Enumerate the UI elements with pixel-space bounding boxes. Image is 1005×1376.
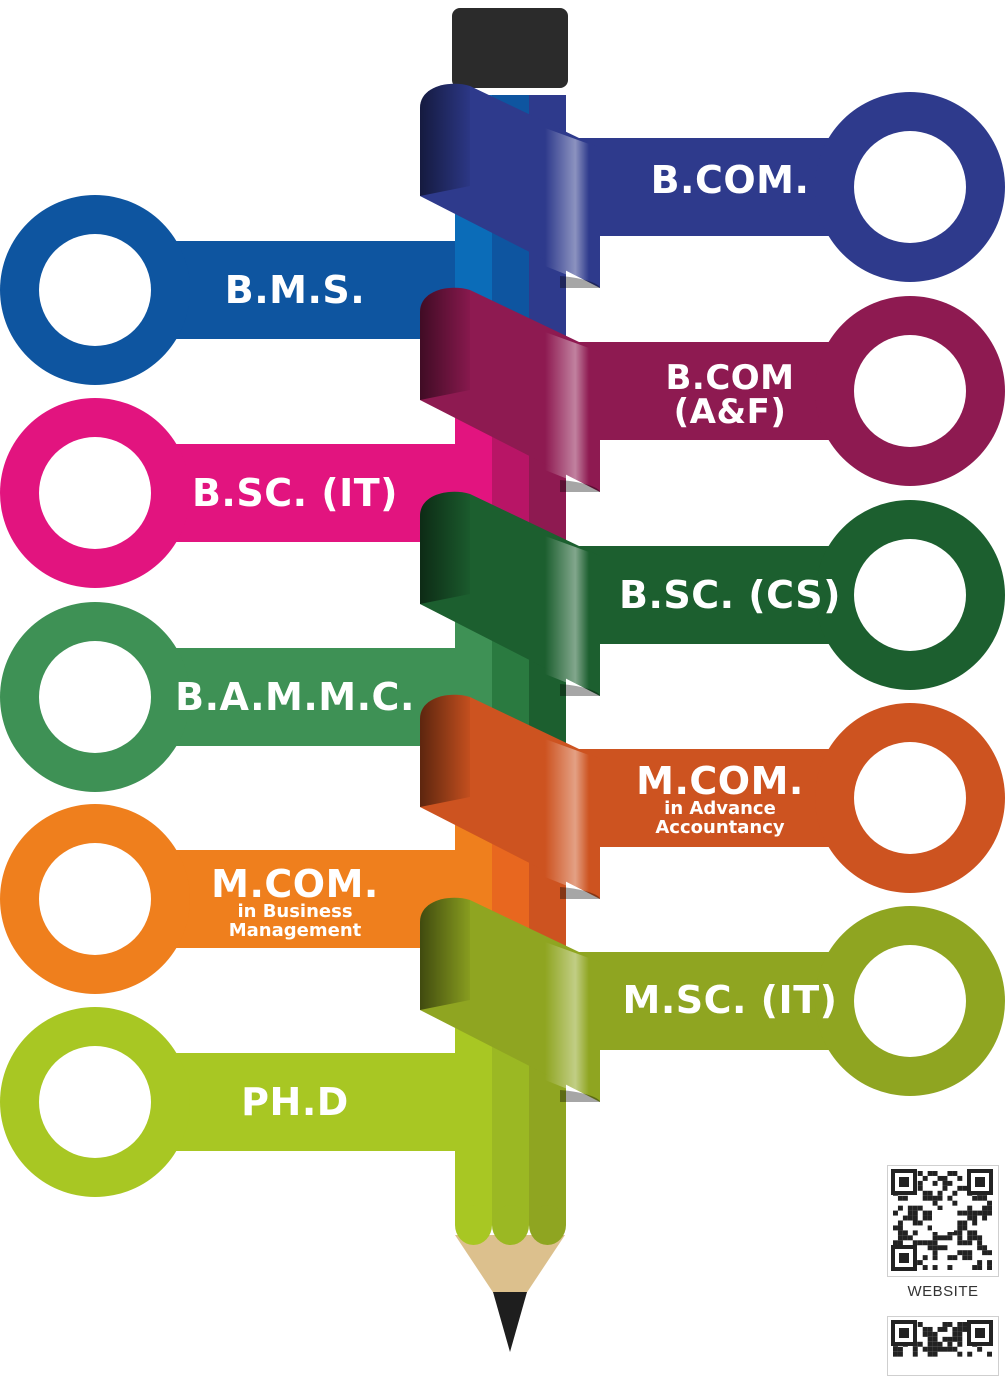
qr-code-icon [891,1169,993,1271]
ring-hole [39,234,151,346]
course-subtitle: in Advance [664,798,776,820]
course-title: PH.D [241,1080,349,1124]
course-title: M.COM. [211,862,379,907]
ribbon-wrap-bcom [420,83,600,288]
qr-caption: WEBSITE [907,1283,979,1300]
ribbon-wrap-msc-it [420,897,600,1102]
course-title: B.A.M.M.C. [175,675,415,719]
course-label-bcom-af[interactable]: B.COM (A&F) [600,340,860,450]
course-title: B.SC. (IT) [191,471,399,515]
course-label-phd[interactable]: PH.D [160,1052,430,1152]
course-title: M.COM. [636,759,804,804]
ribbon-wrap-bcom-af [420,287,600,492]
pencil-lead [493,1292,527,1352]
pencil-scallop [455,1205,492,1245]
course-subtitle: Management [228,920,362,941]
course-tab-bms[interactable] [0,195,485,385]
course-tab-msc-it[interactable] [520,906,1005,1096]
course-subtitle: in Business [237,901,353,923]
course-title: B.SC. (CS) [618,573,841,617]
course-title: B.COM (A&F) [665,358,795,432]
course-label-msc-it[interactable]: M.SC. (IT) [600,950,860,1050]
ring-hole [854,945,966,1057]
ring-hole [854,131,966,243]
second-qr-code[interactable] [887,1316,999,1376]
ring-hole [854,539,966,651]
ring-hole [854,335,966,447]
pencil-scallop [529,1205,566,1245]
qr-code-icon [891,1320,993,1357]
course-tab-bammc[interactable] [0,602,485,792]
course-label-bammc[interactable]: B.A.M.M.C. [160,647,430,747]
course-label-bsc-cs[interactable]: B.SC. (CS) [600,545,860,645]
ribbon-wrap-bsc-cs [420,491,600,696]
course-title: B.M.S. [224,268,366,312]
ribbon-wrap-mcom-aa [420,694,600,899]
pencil-scallop [492,1205,529,1245]
course-tab-bcom[interactable] [520,92,1005,282]
course-label-bms[interactable]: B.M.S. [160,240,430,340]
course-tab-phd[interactable] [0,1007,485,1197]
course-tab-mcom-bm[interactable] [0,804,485,994]
ring-hole [39,1046,151,1158]
course-title: M.SC. (IT) [622,978,838,1022]
course-label-bcom[interactable]: B.COM. [600,130,860,230]
ring-hole [39,437,151,549]
pencil-wood-tip [455,1235,565,1318]
website-qr-code[interactable] [887,1165,999,1277]
ring-hole [39,641,151,753]
course-title: B.COM. [650,158,810,202]
ring-hole [854,742,966,854]
ring-hole [39,843,151,955]
course-subtitle: Accountancy [655,817,785,838]
pencil-eraser [452,8,568,88]
course-label-bsc-it[interactable]: B.SC. (IT) [160,443,430,543]
